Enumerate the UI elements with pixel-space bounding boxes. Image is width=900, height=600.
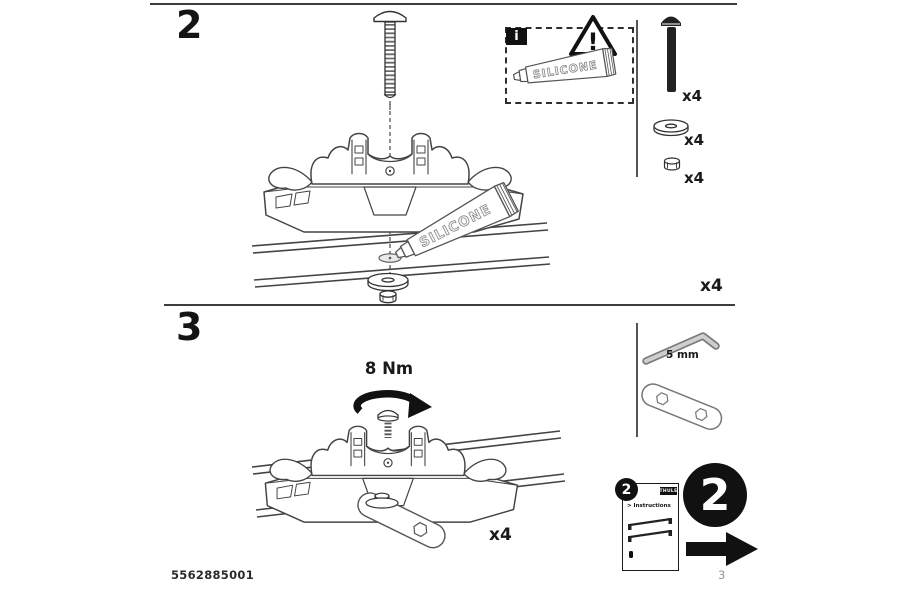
part-nut-icon (663, 157, 681, 171)
step3-quantity: x4 (489, 525, 512, 545)
page-number: 3 (718, 568, 726, 582)
step-divider (164, 304, 735, 306)
card-brand-label: THULE (659, 487, 678, 495)
washer-nut-on-rail (365, 492, 399, 509)
bolt-drawing (373, 10, 407, 110)
part-number: 5562885001 (171, 568, 255, 582)
allen-key-icon (642, 332, 720, 365)
part-washer-icon (653, 119, 689, 137)
step3-main-illustration (251, 390, 566, 549)
info-icon: i (506, 28, 527, 45)
step2-vertical-divider (636, 20, 638, 177)
warning-exclamation: ! (588, 28, 599, 56)
allen-key-size-label: 5 mm (666, 349, 699, 361)
screw-icon (377, 409, 399, 438)
nut-under-rail (379, 290, 397, 304)
bolt-illustration (373, 10, 407, 110)
arrow-right-icon (686, 532, 758, 566)
washer-under-rail (367, 272, 409, 292)
step3-tools (641, 332, 723, 430)
torque-label: 8 Nm (364, 359, 414, 378)
step3-vertical-divider (636, 323, 638, 437)
strap-plate-tool-icon (641, 383, 723, 430)
silicone-tube-small: SILICONE (513, 47, 617, 84)
step2-main-illustration: SILICONE (251, 104, 551, 304)
card-step-badge: 2 (615, 478, 638, 501)
step2-parts-list: x4 x4 x4 (653, 16, 704, 187)
crossbars-icon (628, 517, 672, 542)
card-instructions-label: > Instructions (627, 503, 671, 509)
step3-number: 3 (176, 305, 203, 349)
step2-number: 2 (176, 3, 203, 47)
step2-top-divider (150, 3, 737, 5)
nut-qty: x4 (684, 169, 704, 187)
silicone-application-hole (378, 253, 402, 263)
part-bolt-icon (661, 16, 681, 92)
torque-arrow-icon (353, 390, 432, 418)
next-step-badge: 2 (683, 463, 747, 527)
step2-quantity: x4 (700, 276, 723, 296)
bolt-qty: x4 (682, 87, 702, 105)
card-footer-mark (629, 551, 633, 558)
washer-qty: x4 (684, 131, 704, 149)
